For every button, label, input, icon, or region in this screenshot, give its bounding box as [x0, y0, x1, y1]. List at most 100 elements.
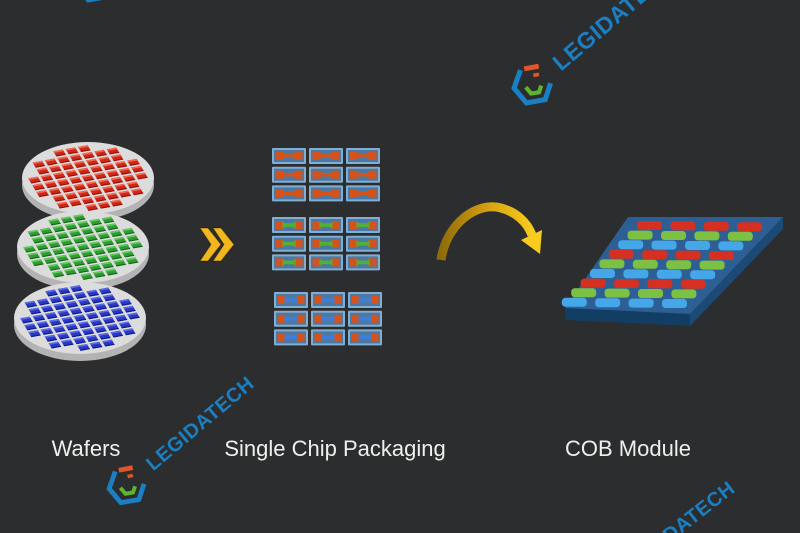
chip-center-bar [285, 335, 297, 340]
wafer-chip-highlight [102, 339, 113, 343]
chip-center-bar [357, 241, 369, 246]
chip-center-left [319, 258, 325, 266]
chip-center-bar [357, 154, 369, 158]
chip-center-right [327, 152, 333, 160]
packaged-chip [274, 292, 308, 308]
wafer-chip-highlight [114, 314, 126, 318]
wafer-chip-side [108, 196, 119, 200]
chip-pad-right [368, 258, 377, 267]
chip-center-right [364, 258, 370, 266]
wafer-chip-highlight [122, 227, 133, 232]
wafer-chip-side [105, 298, 116, 302]
wafer-chip-side [72, 289, 83, 293]
wafer-chip-highlight [72, 259, 83, 263]
chip-center-bar [359, 298, 371, 302]
wafer-chip-side [91, 245, 102, 249]
label-cob-module: COB Module [565, 436, 691, 461]
wafer-chip-highlight [47, 241, 59, 245]
chip-center-right [327, 221, 333, 229]
cob-led-chip [670, 221, 696, 231]
wafer-chip-highlight [60, 261, 71, 265]
chip-center-right [290, 221, 296, 229]
chip-center-right [327, 258, 333, 266]
cob-led-chip [608, 249, 634, 259]
wafer-chip-side [108, 327, 120, 331]
chip-center-left [282, 189, 288, 197]
chip-center-right [290, 189, 296, 197]
chip-pad-left [275, 189, 284, 198]
wafer-chip-side [80, 171, 91, 175]
wafer-chip-side [70, 256, 81, 260]
chip-center-left [284, 315, 290, 323]
chip-center-left [284, 296, 290, 304]
chip-pad-right [368, 221, 377, 229]
wafer-chip-highlight [110, 199, 121, 203]
wafer-chip-highlight [65, 300, 77, 305]
chip-center-bar [283, 172, 295, 177]
wafer-chip-side [42, 254, 53, 258]
chip-center-left [321, 296, 327, 304]
packaged-chip [346, 185, 380, 202]
wafer-chip-highlight [56, 232, 67, 236]
chip-pad-right [294, 221, 303, 229]
cob-led-chip [627, 230, 653, 240]
packaged-chip [309, 254, 343, 271]
wafer-chip-side [71, 180, 82, 184]
wafer-chip-highlight [65, 169, 76, 174]
chip-center-left [319, 189, 325, 197]
wafer-chip-side [66, 249, 77, 253]
wafer-chip-side [121, 325, 132, 329]
wafer-chip-side [33, 263, 44, 267]
wafer-chip-highlight [44, 312, 56, 316]
wafer-chip-highlight [102, 294, 114, 298]
wafer-chip-highlight [55, 254, 67, 259]
chip-center-right [364, 240, 370, 248]
wafer-chip-highlight [76, 266, 87, 270]
wafer-chip-highlight [80, 250, 92, 254]
wafer-chip-side [72, 311, 83, 315]
cob-led-chip [685, 241, 710, 250]
wafer-chip-highlight [27, 252, 38, 256]
cob-led-chip [671, 289, 697, 299]
wafer-chip-highlight [24, 323, 35, 327]
wafer-chip-side [39, 302, 50, 306]
packaged-chip [272, 235, 306, 252]
curved-arrow-icon [436, 202, 542, 261]
packaged-chip [309, 148, 343, 164]
chip-pad-right [333, 333, 342, 342]
wafer-chip-side [31, 311, 42, 315]
chip-center-right [290, 171, 296, 179]
wafer-chip-highlight [81, 227, 92, 231]
wafer-chip-side [76, 296, 87, 299]
wafer-chip-side [34, 240, 45, 244]
wafer-chip-highlight [73, 337, 84, 341]
wafer-chip-side [47, 338, 58, 342]
wafer-chip-side [100, 336, 111, 340]
chip-center-bar [320, 241, 332, 246]
chip-center-right [329, 315, 335, 323]
wafer-chip-side [107, 250, 119, 253]
wafer-chip-side [121, 172, 132, 175]
chip-pad-left [314, 333, 323, 342]
chip-center-bar [357, 172, 369, 177]
wafer-chip-side [82, 277, 94, 280]
chip-pad-right [294, 170, 303, 179]
wafer-chip-highlight [90, 296, 101, 300]
wafer-chip-side [75, 341, 86, 345]
cob-led-chip [703, 221, 729, 231]
wafer-chip-side [111, 256, 123, 260]
wafer-chip-grid [28, 145, 148, 211]
wafer-chip-side [59, 205, 70, 209]
wafer-chip-side [35, 318, 46, 322]
packaged-chip [272, 166, 306, 183]
wafer-chip-highlight [77, 190, 88, 194]
wafer-chip-highlight [105, 245, 116, 250]
chip-pad-left [277, 296, 286, 304]
wafer-chip-highlight [80, 272, 91, 277]
chip-center-right [292, 315, 298, 323]
wafer-chip-side [112, 234, 123, 238]
wafer-chip-side [47, 316, 58, 320]
wafer-chip-highlight [32, 160, 43, 165]
wafer-chip-side [113, 158, 124, 162]
wafer-chip-side [125, 178, 136, 182]
